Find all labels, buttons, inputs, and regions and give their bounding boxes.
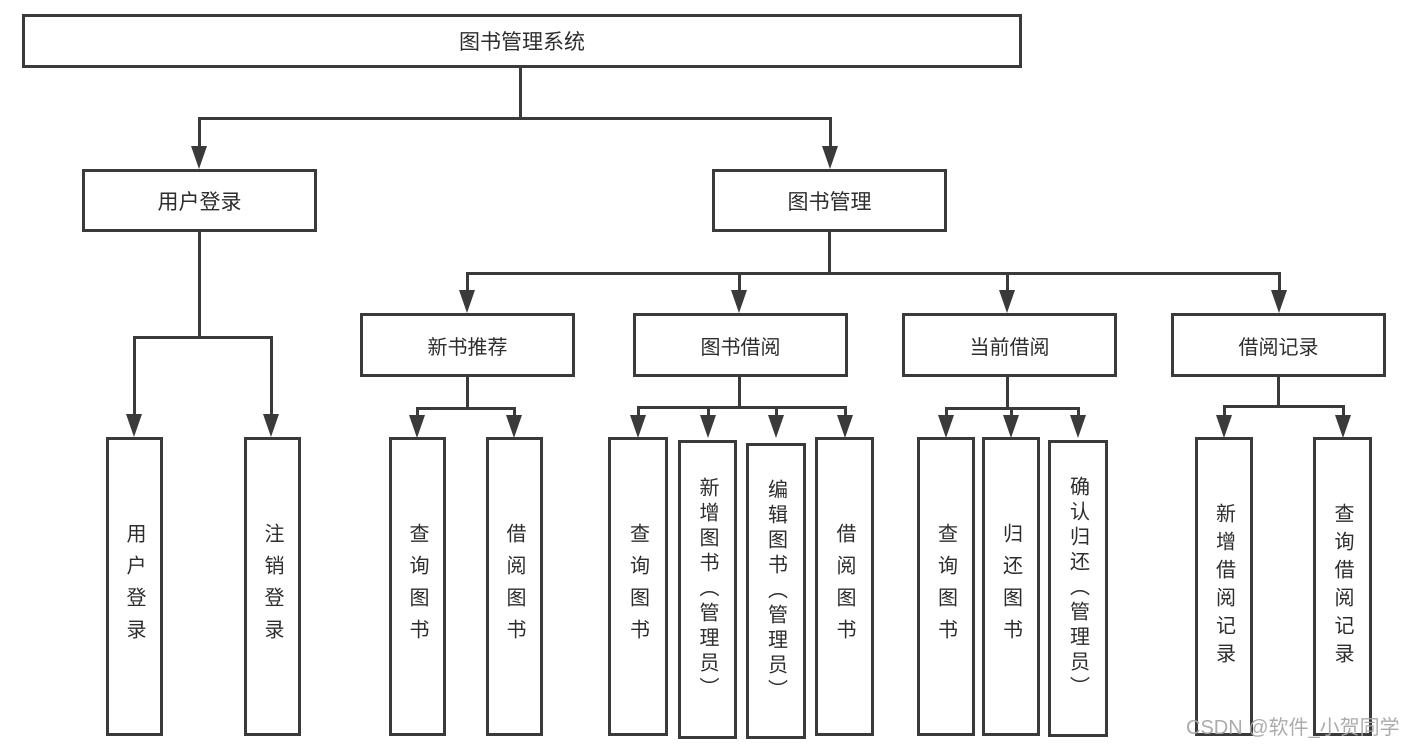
node-label: 图书管理 bbox=[787, 190, 872, 214]
arrow-down-icon bbox=[938, 415, 954, 438]
connector-line bbox=[1342, 405, 1345, 416]
node-label: 归还图书 bbox=[999, 522, 1022, 651]
connector-line bbox=[738, 272, 741, 290]
leaf-query-books-current: 查询图书 bbox=[917, 437, 975, 736]
leaf-add-book-admin: 新增图书（管理员） bbox=[678, 440, 737, 739]
leaf-query-borrow-record: 查询借阅记录 bbox=[1313, 437, 1372, 736]
node-label: 借阅图书 bbox=[833, 522, 855, 651]
node-label: 新增图书（管理员） bbox=[696, 477, 718, 702]
arrow-down-icon bbox=[409, 415, 425, 438]
node-user-login: 用户登录 bbox=[82, 169, 317, 232]
connector-line bbox=[637, 406, 640, 416]
node-label: 图书管理系统 bbox=[459, 31, 585, 54]
leaf-user-login: 用户登录 bbox=[106, 437, 163, 736]
node-label: 查询借阅记录 bbox=[1331, 502, 1353, 671]
leaf-confirm-return-admin: 确认归还（管理员） bbox=[1048, 440, 1108, 737]
connector-line bbox=[198, 117, 832, 120]
connector-line bbox=[416, 407, 516, 410]
arrow-down-icon bbox=[999, 290, 1015, 313]
connector-line bbox=[513, 407, 516, 416]
connector-line bbox=[637, 406, 846, 409]
arrow-down-icon bbox=[837, 415, 853, 438]
arrow-down-icon bbox=[459, 290, 475, 313]
arrow-down-icon bbox=[768, 415, 784, 438]
connector-line bbox=[738, 377, 741, 406]
leaf-query-books-recommend: 查询图书 bbox=[389, 437, 446, 736]
node-label: 用户登录 bbox=[157, 190, 242, 214]
node-book-borrowing: 图书借阅 bbox=[633, 313, 848, 377]
arrow-down-icon bbox=[1003, 415, 1019, 438]
csdn-watermark: CSDN @软件_小贺同学 bbox=[1186, 717, 1400, 739]
connector-line bbox=[829, 117, 832, 148]
node-label: 新书推荐 bbox=[427, 336, 508, 359]
connector-line bbox=[519, 68, 522, 117]
connector-line bbox=[466, 272, 469, 290]
connector-line bbox=[133, 336, 136, 414]
leaf-add-borrow-record: 新增借阅记录 bbox=[1195, 437, 1253, 736]
node-new-book-recommendation: 新书推荐 bbox=[360, 313, 575, 377]
connector-line bbox=[1278, 272, 1281, 290]
connector-line bbox=[1223, 405, 1226, 416]
node-label: 借阅图书 bbox=[503, 522, 525, 651]
node-label: 查询图书 bbox=[626, 522, 649, 651]
connector-line bbox=[844, 406, 847, 416]
connector-line bbox=[1010, 407, 1013, 416]
arrow-down-icon bbox=[630, 415, 646, 438]
connector-line bbox=[270, 336, 273, 414]
leaf-edit-book-admin: 编辑图书（管理员） bbox=[746, 443, 806, 739]
connector-line bbox=[198, 117, 201, 148]
connector-line bbox=[466, 377, 469, 407]
connector-line bbox=[945, 407, 948, 416]
node-label: 编辑图书（管理员） bbox=[764, 478, 787, 704]
arrow-down-icon bbox=[700, 415, 716, 438]
leaf-return-book: 归还图书 bbox=[982, 437, 1040, 736]
arrow-down-icon bbox=[731, 290, 747, 313]
node-label: 查询图书 bbox=[934, 522, 957, 651]
arrow-down-icon bbox=[1070, 415, 1086, 438]
arrow-down-icon bbox=[1335, 415, 1351, 438]
node-label: 借阅记录 bbox=[1238, 336, 1319, 359]
connector-line bbox=[1006, 272, 1009, 290]
connector-line bbox=[198, 232, 201, 336]
arrow-down-icon bbox=[1271, 290, 1287, 313]
arrow-down-icon bbox=[263, 414, 279, 437]
connector-line bbox=[416, 407, 419, 416]
connector-line bbox=[1277, 377, 1280, 405]
arrow-down-icon bbox=[1216, 415, 1232, 438]
connector-line bbox=[828, 232, 831, 272]
arrow-down-icon bbox=[822, 146, 838, 169]
node-label: 用户登录 bbox=[123, 522, 145, 651]
node-borrowing-records: 借阅记录 bbox=[1171, 313, 1386, 377]
node-label: 注销登录 bbox=[261, 522, 283, 651]
node-label: 确认归还（管理员） bbox=[1066, 476, 1089, 701]
connector-line bbox=[707, 406, 710, 416]
arrow-down-icon bbox=[506, 415, 522, 438]
connector-line bbox=[1006, 377, 1009, 407]
node-label: 查询图书 bbox=[406, 522, 428, 651]
arrow-down-icon bbox=[191, 146, 207, 169]
leaf-borrow-books-borrowing: 借阅图书 bbox=[815, 437, 874, 736]
arrow-down-icon bbox=[126, 414, 142, 437]
connector-line bbox=[133, 336, 273, 339]
leaf-query-books-borrowing: 查询图书 bbox=[608, 437, 668, 736]
connector-line bbox=[466, 272, 1280, 275]
node-book-management: 图书管理 bbox=[712, 169, 947, 232]
node-library-management-system: 图书管理系统 bbox=[22, 14, 1022, 68]
leaf-logout: 注销登录 bbox=[244, 437, 301, 736]
node-label: 图书借阅 bbox=[700, 336, 781, 359]
node-label: 当前借阅 bbox=[969, 336, 1050, 359]
connector-line bbox=[1077, 407, 1080, 416]
node-current-borrowing: 当前借阅 bbox=[902, 313, 1117, 377]
leaf-borrow-books-recommend: 借阅图书 bbox=[486, 437, 543, 736]
connector-line bbox=[1223, 405, 1345, 408]
node-label: 新增借阅记录 bbox=[1212, 502, 1235, 671]
connector-line bbox=[775, 406, 778, 416]
